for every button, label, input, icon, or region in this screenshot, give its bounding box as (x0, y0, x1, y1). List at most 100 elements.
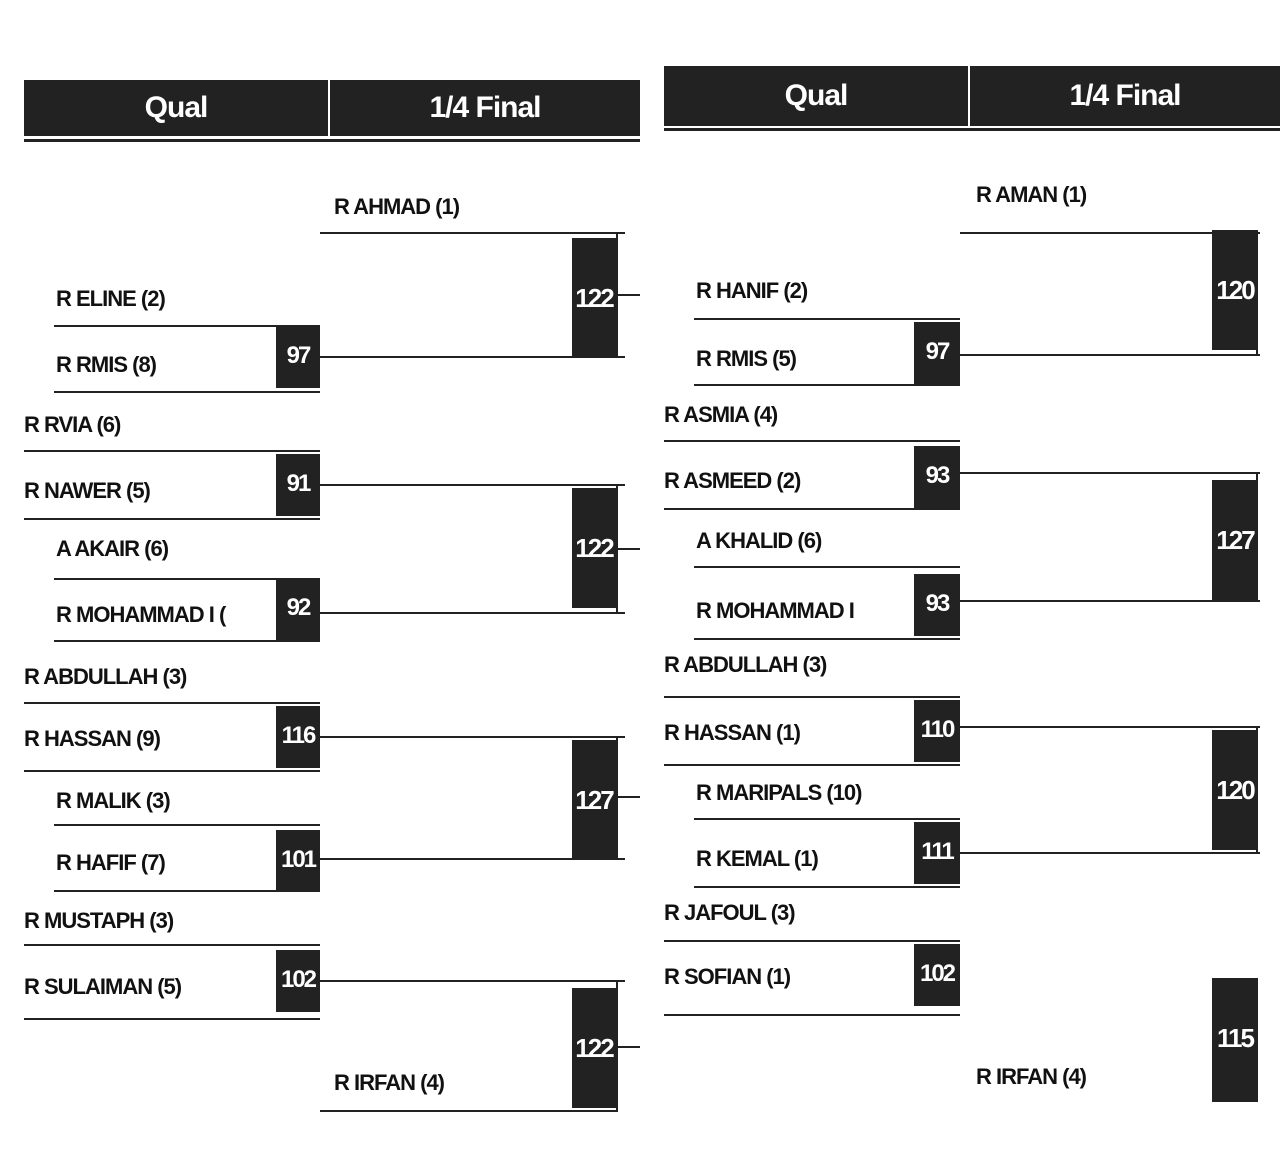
match-score: 93 (914, 446, 960, 508)
winner-connector (320, 858, 625, 860)
header-divider (328, 80, 330, 136)
r1-slot-name: R MOHAMMAD I ( (56, 602, 226, 627)
match-score: 101 (276, 830, 320, 892)
slot-line (664, 508, 960, 510)
r1-slot-name: R HASSAN (1) (664, 720, 801, 745)
r1-slot-name: R SOFIAN (1) (664, 964, 791, 989)
bracket-connector (616, 736, 618, 860)
match-score: 102 (276, 950, 320, 1012)
qf-score: 127 (572, 740, 616, 860)
slot-line (664, 1014, 960, 1016)
slot-line (24, 1018, 320, 1020)
r1-slot-name: R HANIF (2) (696, 278, 808, 303)
slot-line (24, 518, 320, 520)
r1-slot-name: R ELINE (2) (56, 286, 166, 311)
r1-slot-name: A AKAIR (6) (56, 536, 169, 561)
winner-connector (320, 736, 625, 738)
r1-slot-name: R HAFIF (7) (56, 850, 166, 875)
header-quarter-final: 1/4 Final (429, 91, 541, 124)
qf-slot-name: R AHMAD (1) (334, 194, 460, 219)
advance-connector (616, 294, 640, 296)
slot-line (694, 886, 960, 888)
slot-line (694, 566, 960, 568)
qf-score: 127 (1212, 480, 1258, 600)
qf-score: 120 (1212, 230, 1258, 350)
match-score: 116 (276, 706, 320, 768)
match-score: 93 (914, 574, 960, 636)
r1-slot-name: R RMIS (5) (696, 346, 797, 371)
r1-slot-name: R MOHAMMAD I (696, 598, 855, 623)
header-divider (968, 66, 970, 126)
bracket-panel-right: Qual 1/4 Final R AMAN (1) R HANIF (2) R … (640, 0, 1280, 1168)
r1-slot-name: R NAWER (5) (24, 478, 151, 503)
slot-line (664, 696, 960, 698)
r1-slot-name: R SULAIMAN (5) (24, 974, 182, 999)
advance-connector (616, 548, 640, 550)
slot-line (24, 702, 320, 704)
slot-line (694, 318, 960, 320)
slot-line (694, 638, 960, 640)
winner-connector (960, 600, 1260, 602)
winner-connector (960, 726, 1260, 728)
slot-line (664, 940, 960, 942)
slot-line (664, 764, 960, 766)
slot-line (320, 1110, 616, 1112)
header-bar (664, 66, 1280, 126)
header-qual: Qual (144, 91, 209, 124)
match-score: 97 (914, 322, 960, 384)
match-score: 97 (276, 326, 320, 388)
slot-line (24, 944, 320, 946)
slot-line (694, 818, 960, 820)
qf-slot-name: R AMAN (1) (976, 182, 1087, 207)
slot-line (320, 232, 625, 234)
advance-connector (616, 1046, 640, 1048)
slot-line (54, 890, 320, 892)
qf-score: 122 (572, 488, 616, 608)
qf-slot-name: R IRFAN (4) (976, 1064, 1087, 1089)
r1-slot-name: A KHALID (6) (696, 528, 822, 553)
r1-slot-name: R JAFOUL (3) (664, 900, 796, 925)
winner-connector (320, 612, 625, 614)
r1-slot-name: R ASMEED (2) (664, 468, 801, 493)
match-score: 92 (276, 578, 320, 640)
qf-score: 122 (572, 238, 616, 358)
qf-score: 115 (1212, 978, 1258, 1102)
slot-line (54, 325, 320, 327)
bracket-panel-left: Qual 1/4 Final R AHMAD (1) R ELINE (2) R… (24, 80, 640, 1112)
qf-score: 120 (1212, 730, 1258, 850)
winner-connector (320, 980, 625, 982)
r1-slot-name: R HASSAN (9) (24, 726, 161, 751)
slot-line (24, 770, 320, 772)
slot-line (694, 384, 960, 386)
r1-slot-name: R ABDULLAH (3) (24, 664, 187, 689)
r1-slot-name: R MARIPALS (10) (696, 780, 863, 805)
r1-slot-name: R RMIS (8) (56, 352, 157, 377)
winner-connector (960, 852, 1260, 854)
slot-line (54, 824, 320, 826)
slot-line (54, 391, 320, 393)
advance-connector (616, 796, 640, 798)
match-score: 110 (914, 700, 960, 762)
r1-slot-name: R ASMIA (4) (664, 402, 778, 427)
qf-slot-name: R IRFAN (4) (334, 1070, 445, 1095)
qf-score: 122 (572, 988, 616, 1108)
header-bar (24, 80, 640, 136)
header-underline (664, 128, 1280, 131)
header-quarter-final: 1/4 Final (1069, 79, 1181, 112)
match-score: 91 (276, 454, 320, 516)
r1-slot-name: R ABDULLAH (3) (664, 652, 827, 677)
r1-slot-name: R RVIA (6) (24, 412, 121, 437)
match-score: 111 (914, 822, 960, 884)
winner-connector (960, 472, 1260, 474)
r1-slot-name: R MUSTAPH (3) (24, 908, 174, 933)
slot-line (54, 578, 320, 580)
winner-connector (320, 484, 625, 486)
slot-line (54, 640, 320, 642)
winner-connector (960, 354, 1260, 356)
slot-line (664, 440, 960, 442)
slot-line (24, 450, 320, 452)
winner-connector (320, 356, 625, 358)
header-qual: Qual (784, 79, 849, 112)
r1-slot-name: R KEMAL (1) (696, 846, 819, 871)
r1-slot-name: R MALIK (3) (56, 788, 171, 813)
